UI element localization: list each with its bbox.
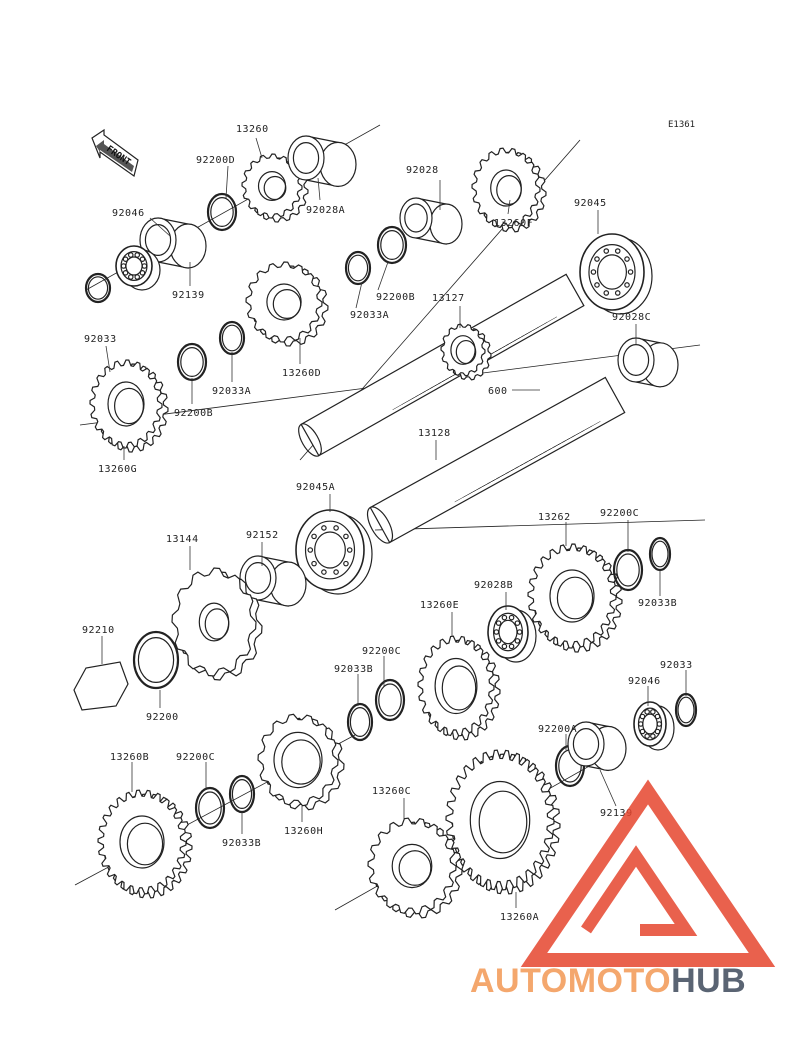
callout-leader [317,177,321,201]
part-callout: 13260B [110,752,150,763]
bushing-92139-lower [567,721,627,772]
ring-92200d [206,192,238,232]
part-callout: 13260E [420,600,460,611]
part-callout: 92033A [212,386,252,397]
bearing-92045a [295,509,373,595]
part-callout: 92033 [84,334,117,345]
ring-92033a-top [344,250,372,286]
bushing-92028 [399,197,463,245]
part-callout: 92200C [362,646,402,657]
part-callout: 13260D [282,368,322,379]
part-callout: 13260F [494,218,534,229]
ring-92200c-lower [194,786,226,830]
part-callout: 13144 [166,534,199,545]
part-callout: 13260 [236,124,269,135]
part-callout: 92045 [574,198,607,209]
shaft-gear-13127 [440,323,492,381]
ring-92033b-mid [346,702,374,742]
gear-13260g [89,359,169,453]
part-callout: 92139 [600,808,633,819]
gear-13262 [527,543,623,653]
part-callout: 13262 [538,512,571,523]
bushing-92028a [287,135,357,188]
gear-13260b [97,789,193,899]
callout-leader [149,217,171,237]
part-callout: 92045A [296,482,336,493]
axis-line [374,519,706,531]
needle-bearing-92028b [487,605,537,663]
part-callout: 92033B [334,664,374,675]
front-arrow-icon: FRONT [91,128,139,177]
callout-leader [507,199,511,215]
watermark-brand: AUTOMOTOHUB [470,962,746,1001]
ring-92200b-top [376,225,408,265]
needle-bearing-92046 [115,245,161,291]
needle-bearing-92046-lower [633,701,675,751]
part-callout: 92200C [176,752,216,763]
part-callout: 92200A [538,724,578,735]
part-callout: 92033B [222,838,262,849]
part-callout: 92200C [600,508,640,519]
gear-13260c [367,817,463,919]
gear-13260d [245,261,329,347]
brand-part2: HUB [671,962,747,1000]
part-callout: 92200B [174,408,214,419]
part-callout: 92028C [612,312,652,323]
callout-leader [355,281,363,309]
callout-leader [599,769,617,807]
part-callout: 13260C [372,786,412,797]
part-callout: 92200D [196,155,236,166]
bearing-92045 [579,233,653,315]
part-callout: 92028 [406,165,439,176]
part-callout: 13128 [418,428,451,439]
part-callout: 13260G [98,464,138,475]
callout-leader [377,261,389,291]
callout-leader [105,345,111,373]
part-callout: 92200 [146,712,179,723]
part-callout: 92152 [246,530,279,541]
sprocket-13144 [171,567,263,681]
part-callout: 92033 [660,660,693,671]
part-callout: 92046 [112,208,145,219]
ring-92046-clip [84,272,112,304]
brand-part1: AUTOMOTO [470,962,672,1000]
callout-leader [225,165,229,199]
part-callout: 92028A [306,205,346,216]
bushing-92152 [239,555,307,607]
part-callout: 92210 [82,625,115,636]
part-callout: 92033B [638,598,678,609]
part-callout: 13260H [284,826,324,837]
part-callout: 600 [488,386,508,397]
part-callout: 92028B [474,580,514,591]
ring-92200c-mid [374,678,406,722]
bushing-92028c [617,337,679,388]
gear-13260e [417,635,501,741]
diagram-id: E1361 [668,120,696,130]
part-callout: 13260A [500,912,540,923]
gear-13260a [445,749,561,895]
nut-92210 [73,661,129,711]
gear-13260f [471,147,547,233]
part-callout: 92033A [350,310,390,321]
part-callout: 92139 [172,290,205,301]
washer-92200 [132,630,180,690]
gear-13260h [257,713,345,811]
part-callout: 92200B [376,292,416,303]
shaft-13128 [366,376,626,544]
callout-leader [255,137,263,159]
part-callout: 92046 [628,676,661,687]
part-callout: 13127 [432,293,465,304]
